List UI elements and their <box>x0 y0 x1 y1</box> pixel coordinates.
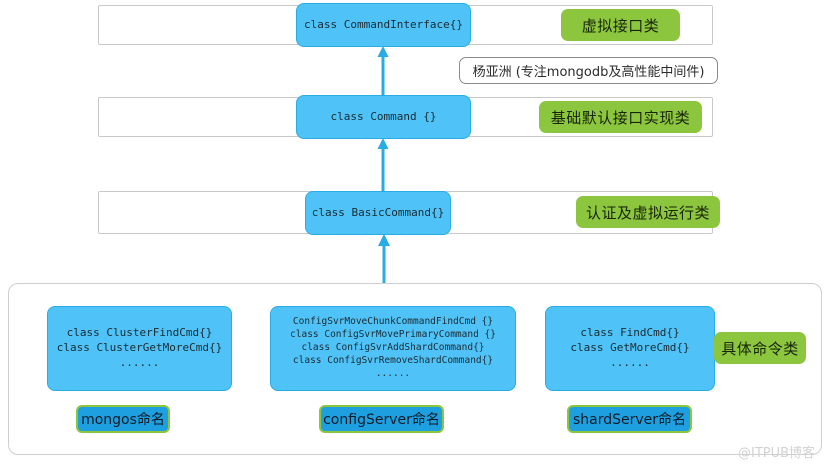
class-box-command-interface[interactable]: class CommandInterface{} <box>296 3 471 47</box>
annotation-auth-virtual-run: 认证及虚拟运行类 <box>576 196 720 228</box>
annotation-concrete-command: 具体命令类 <box>714 332 806 364</box>
class-box-shardserver-commands[interactable]: class FindCmd{} class GetMoreCmd{} .....… <box>545 306 715 391</box>
class-box-mongos-commands[interactable]: class ClusterFindCmd{} class ClusterGetM… <box>47 306 232 391</box>
arrow-command-to-interface <box>376 46 390 98</box>
name-tag-mongos: mongos命名 <box>76 405 170 433</box>
name-tag-configserver: configServer命名 <box>319 405 444 433</box>
annotation-virtual-interface: 虚拟接口类 <box>561 9 680 41</box>
class-box-configserver-commands[interactable]: ConfigSvrMoveChunkCommandFindCmd {} clas… <box>270 306 516 391</box>
name-tag-shardserver: shardServer命名 <box>567 405 692 433</box>
author-note: 杨亚洲 (专注mongodb及高性能中间件) <box>459 57 718 84</box>
arrow-basiccommand-to-command <box>376 138 390 193</box>
annotation-base-default-impl: 基础默认接口实现类 <box>539 101 702 133</box>
site-watermark: @ITPUB博客 <box>738 446 816 461</box>
class-box-basic-command[interactable]: class BasicCommand{} <box>305 191 451 235</box>
class-box-command[interactable]: class Command {} <box>296 95 471 139</box>
